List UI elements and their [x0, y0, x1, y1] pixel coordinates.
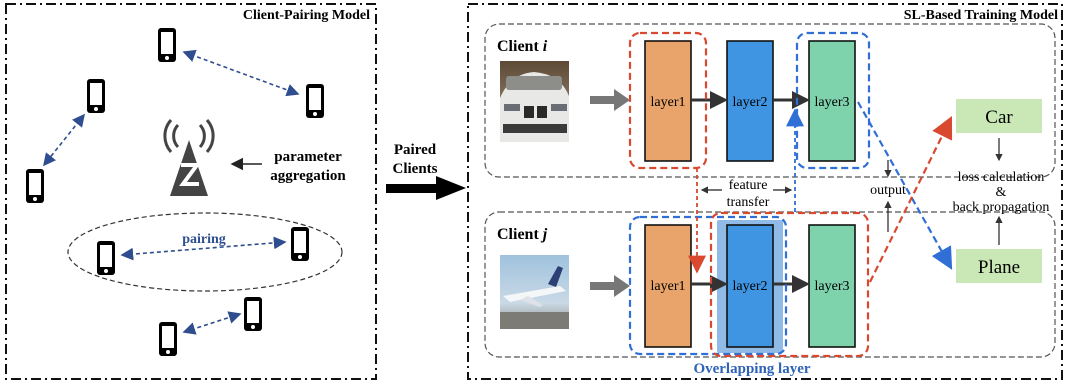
- layer-label: layer1: [651, 279, 686, 294]
- feature-transfer-label: transfer: [727, 195, 770, 210]
- client-i-layer1: [644, 40, 692, 162]
- client-i-layer3: [808, 40, 856, 162]
- layer-label: layer2: [733, 95, 768, 110]
- phone-icon: [158, 28, 176, 62]
- paired-clients-link: Paired Clients: [386, 142, 466, 200]
- pairing-arrow: [120, 236, 287, 261]
- phone-icon: [26, 169, 44, 203]
- plane-image: [500, 255, 569, 329]
- plane-class-label: Plane: [978, 257, 1020, 278]
- pairing-arrow: [182, 49, 300, 97]
- client-j-layer1: [644, 224, 692, 348]
- phone-icon: [97, 241, 115, 275]
- client-j-label: Client j: [497, 226, 548, 243]
- layer-label: layer2: [733, 279, 768, 294]
- pairing-label: pairing: [182, 232, 226, 247]
- prediction-arrow-car: [869, 116, 953, 283]
- base-station-icon: [163, 119, 215, 196]
- phone-icon: [159, 322, 177, 356]
- feature-transfer-label: feature: [729, 178, 768, 193]
- paired-clients-label: Paired: [394, 142, 437, 158]
- loss-label: &: [996, 185, 1007, 200]
- parameter-aggregation-label: aggregation: [270, 168, 346, 184]
- output-label: output: [870, 183, 906, 198]
- input-arrow: [590, 89, 630, 111]
- phone-icon: [87, 79, 105, 113]
- loss-label: back propagation: [953, 200, 1050, 215]
- right-panel-title: SL-Based Training Model: [904, 8, 1058, 23]
- client-j-red-group: [709, 211, 870, 358]
- overlapping-layer-label: Overlapping layer: [693, 361, 810, 377]
- client-pairing-panel: Client-Pairing Model pairing parameter a…: [5, 3, 377, 380]
- paired-clients-arrow-head: [436, 176, 466, 200]
- paired-clients-arrow-shaft: [386, 184, 438, 193]
- client-i-container: [484, 23, 1056, 178]
- plane-class-box: [956, 249, 1042, 283]
- paired-clients-label: Clients: [393, 161, 438, 177]
- client-i-red-group: [628, 31, 708, 170]
- layer-label: layer3: [815, 95, 850, 110]
- left-panel-border: [5, 3, 377, 380]
- layer-label: layer3: [815, 279, 850, 294]
- parameter-aggregation-label: parameter: [274, 149, 342, 165]
- car-image: [500, 61, 569, 142]
- car-class-label: Car: [985, 107, 1013, 128]
- phone-icon: [306, 84, 324, 118]
- layer-label: layer1: [651, 95, 686, 110]
- loss-label: loss calculation: [958, 170, 1045, 185]
- pairing-arrow: [182, 311, 242, 335]
- input-arrow: [590, 275, 630, 297]
- car-class-box: [956, 99, 1042, 133]
- client-i-blue-group: [795, 31, 871, 170]
- sl-training-panel: SL-Based Training Model Client i Client …: [467, 3, 1063, 380]
- phone-icon: [291, 227, 309, 261]
- right-panel-border: [467, 3, 1063, 380]
- client-i-label: Client i: [497, 38, 548, 55]
- phone-icon: [244, 297, 262, 331]
- left-panel-title: Client-Pairing Model: [243, 8, 370, 23]
- pairing-arrow: [43, 113, 85, 167]
- client-j-blue-group: [628, 215, 788, 356]
- pairing-ellipse: [67, 212, 343, 292]
- prediction-arrow-plane: [857, 101, 953, 270]
